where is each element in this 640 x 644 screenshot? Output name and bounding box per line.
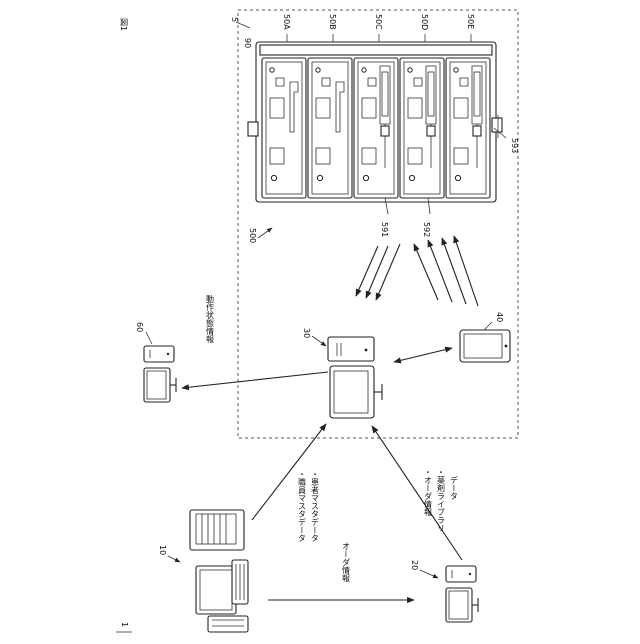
pump-label: 50B [328,14,337,30]
node-40-leader [484,322,492,330]
flow-to-60-label: 動作状態情報 [206,295,215,344]
system-ref-1: 1 [120,622,129,627]
node-10-leader [168,556,180,562]
node-60-label: 60 [135,322,144,332]
node-30-leader [312,336,326,346]
system-ref-arrow [258,228,272,238]
system-ref-500: 500 [248,228,257,243]
pump-label: 50E [466,14,475,29]
signal-592-label: 592 [422,222,431,237]
pump-unit[interactable] [262,58,306,198]
tablet-40[interactable] [460,330,510,362]
figure-title: 図1 [119,18,128,31]
pump-label: 50D [420,14,429,30]
terminal-20[interactable] [446,566,478,622]
node-30-label: 30 [302,328,311,338]
pump-unit[interactable] [354,58,398,198]
flow-to-20-label: オーダ情報 [342,542,351,583]
arrow-20-to-30 [372,426,462,560]
terminal-60[interactable] [144,346,176,402]
signal-591-label: 591 [380,222,389,237]
facility-ref: 5 [230,17,239,22]
flow-10-30-line2: ・患者マスタデータ [311,470,320,542]
rack-ref: 90 [243,38,252,48]
link-30-40 [394,348,452,362]
node-10-label: 10 [158,545,167,555]
signal-593-label: 593 [510,138,519,153]
pump-unit[interactable] [308,58,352,198]
flow-20-30-line2: ・薬剤ライブラリ [437,468,446,532]
pump-label: 50A [282,14,291,30]
pump-unit[interactable] [446,58,490,198]
node-20-label: 20 [410,560,419,570]
node-40-label: 40 [495,312,504,322]
node-60-leader [146,332,152,344]
pump-label: 50C [374,14,383,30]
workstation-30[interactable] [328,337,382,418]
flow-10-30-line1: ・職員マスタデータ [298,470,307,542]
flow-20-30-line3: データ [450,468,459,500]
pump-unit[interactable] [400,58,444,198]
server-10[interactable] [190,510,248,632]
node-20-leader [420,570,438,578]
flow-20-30-line1: ・オーダ情報 [424,468,433,517]
wireless-arrows [356,236,478,306]
arrow-30-to-60 [182,372,328,388]
